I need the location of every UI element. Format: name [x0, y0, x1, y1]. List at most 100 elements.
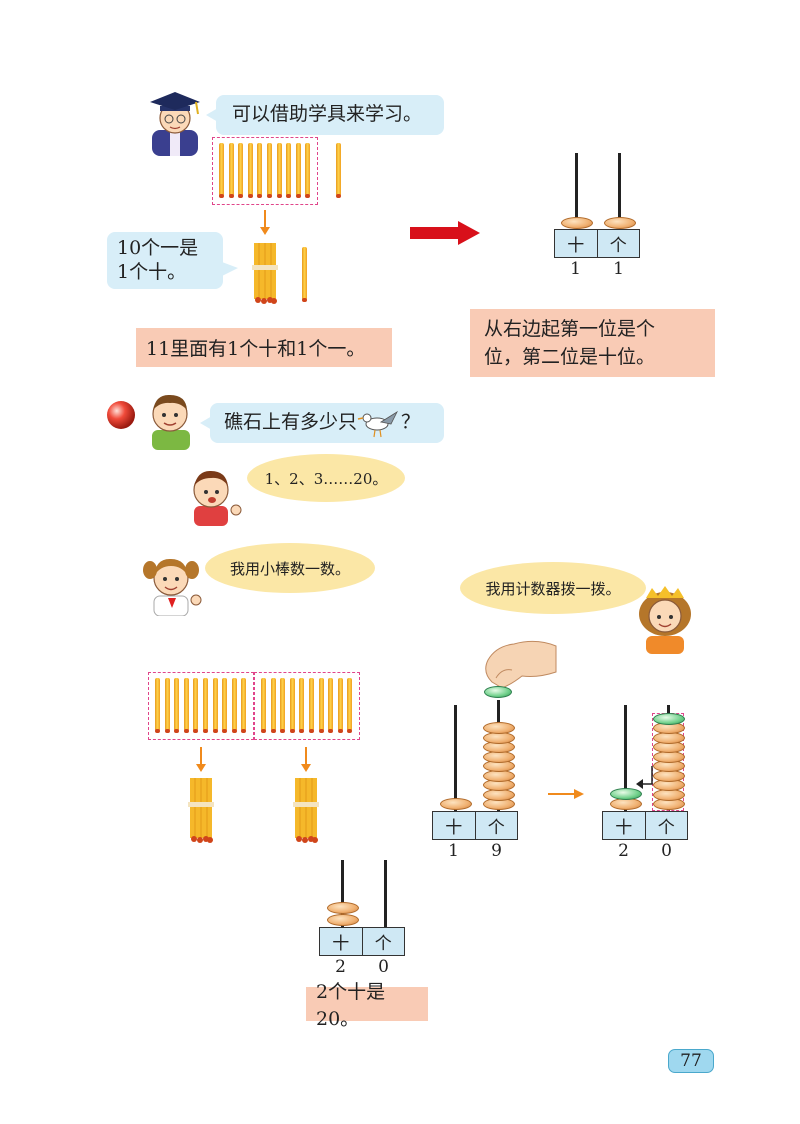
bead — [653, 712, 685, 725]
abacus4-tens-label: 十 — [332, 934, 350, 954]
abacus2-ones-digit: 9 — [491, 841, 502, 861]
abacus3-ones-digit: 0 — [661, 841, 672, 861]
single-stick — [336, 143, 341, 198]
stick — [286, 143, 292, 198]
abacus3-digits: 2 0 — [602, 841, 688, 861]
stick — [270, 678, 276, 733]
tens-digit: 1 — [570, 259, 581, 279]
abacus2-digits: 1 9 — [432, 841, 518, 861]
hand-icon — [478, 632, 558, 694]
stick — [219, 143, 224, 198]
stick — [280, 678, 286, 733]
down-arrow-right — [301, 747, 311, 772]
stick — [318, 678, 324, 733]
stick — [337, 678, 343, 733]
tens-bead — [561, 217, 593, 229]
ones-rod — [618, 153, 621, 228]
abacus4-ones-label: 个 — [361, 928, 405, 955]
stick — [309, 678, 314, 733]
stick — [289, 678, 295, 733]
place-explanation-line2: 位，第二位是十位。 — [484, 346, 656, 368]
boy-character — [142, 386, 198, 450]
ten-ones-line2: 1个十。 — [117, 260, 187, 283]
stick-bundle-right — [293, 778, 319, 844]
stick-bundle-left — [188, 778, 214, 844]
counter-text: 我用计数器拨一拨。 — [485, 579, 621, 598]
stick — [203, 678, 208, 733]
stick — [267, 143, 272, 198]
stick — [174, 678, 180, 733]
abacus2-tens-label: 十 — [445, 818, 463, 838]
abacus2-tens-digit: 1 — [448, 841, 459, 861]
sticks-bubble: 我用小棒数一数。 — [205, 543, 375, 593]
stick — [212, 678, 218, 733]
abacus2-tens-rod — [454, 705, 457, 811]
teacher-speech-text: 可以借助学具来学习。 — [232, 103, 423, 126]
eleven-statement: 11里面有1个十和1个一。 — [136, 328, 392, 367]
eleven-statement-text: 11里面有1个十和1个一。 — [146, 338, 366, 360]
stick — [257, 143, 263, 198]
abacus3-tens-rod — [624, 705, 627, 811]
teacher-speech-bubble: 可以借助学具来学习。 — [216, 95, 444, 135]
red-ball-icon — [106, 400, 136, 430]
ten-sticks-group-left — [148, 672, 254, 740]
ten-sticks-group — [212, 137, 318, 205]
counter-bubble: 我用计数器拨一拨。 — [460, 562, 646, 614]
stick — [299, 678, 305, 733]
place-value-explanation: 从右边起第一位是个 位，第二位是十位。 — [470, 309, 715, 377]
ten-ones-bubble: 10个一是 1个十。 — [107, 232, 223, 289]
ones-bead — [604, 217, 636, 229]
carry-arrow-icon — [636, 766, 654, 792]
counting-boy-character — [186, 462, 246, 526]
result-text: 2个十是20。 — [316, 981, 386, 1030]
tens-label: 十 — [567, 236, 585, 256]
abacus4-place-box: 十 个 — [319, 927, 405, 956]
result-statement: 2个十是20。 — [306, 981, 428, 1030]
stick — [276, 143, 282, 198]
tens-rod — [575, 153, 578, 228]
abacus4-tens-digit: 2 — [335, 957, 346, 977]
ones-label: 个 — [596, 230, 640, 257]
girl-character — [138, 548, 206, 617]
abacus4-tens-bead-1 — [327, 902, 359, 914]
stick — [238, 143, 244, 198]
abacus4-digits: 2 0 — [319, 957, 405, 977]
sticks-text: 我用小棒数一数。 — [229, 559, 350, 578]
abacus3-tens-digit: 2 — [618, 841, 629, 861]
right-arrow-small-icon — [548, 785, 584, 799]
stick — [222, 678, 228, 733]
place-value-digits: 1 1 — [554, 259, 640, 279]
stick — [241, 678, 247, 733]
stick — [155, 678, 160, 733]
bead — [440, 798, 472, 810]
abacus4-ones-rod — [384, 860, 387, 927]
abacus4-tens-bead-2 — [327, 914, 359, 926]
bubble-tail — [206, 108, 218, 122]
stick-bundle — [252, 243, 278, 305]
page-number: 77 — [668, 1049, 714, 1073]
stick — [231, 678, 237, 733]
stick — [164, 678, 170, 733]
bird-icon — [357, 408, 401, 438]
question-text-after: ？ — [401, 411, 421, 434]
carried-tens-bead — [610, 788, 642, 800]
single-stick-2 — [302, 247, 307, 302]
bead — [483, 722, 515, 734]
right-arrow-icon — [410, 221, 480, 245]
counting-text: 1、2、3……20。 — [264, 469, 388, 488]
down-arrow — [260, 210, 270, 235]
bubble-tail-2 — [222, 262, 238, 276]
question-text-before: 礁石上有多少只 — [224, 411, 358, 434]
abacus2-place-box: 十 个 — [432, 811, 518, 840]
bubble-tail-3 — [200, 416, 212, 430]
down-arrow-left — [196, 747, 206, 772]
stick — [347, 678, 353, 733]
page-number-text: 77 — [680, 1051, 702, 1071]
girl-with-crown-character — [632, 584, 698, 654]
stick — [228, 143, 234, 198]
stick — [193, 678, 199, 733]
abacus2-ones-label: 个 — [474, 812, 518, 839]
stick — [247, 143, 253, 198]
stick — [328, 678, 334, 733]
ten-sticks-group-right — [254, 672, 360, 740]
